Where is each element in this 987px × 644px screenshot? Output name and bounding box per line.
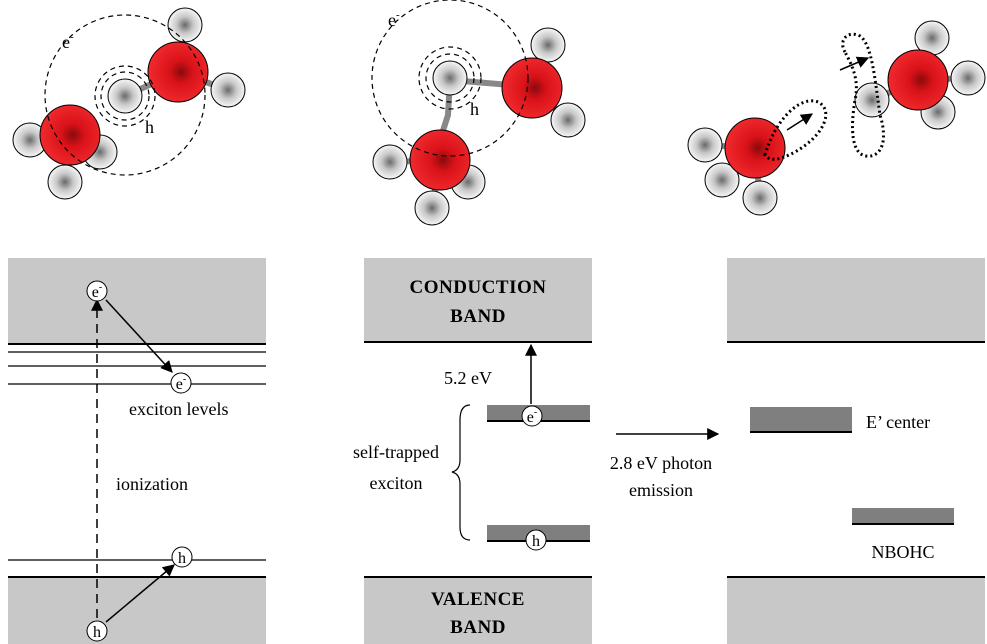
mol1-hole-label: h [145,117,154,137]
hole-orbit-inner [425,53,475,103]
photon-label-1: 2.8 eV photon [610,453,712,473]
conduction-band-label-2: BAND [450,306,506,327]
hole-marker [525,529,547,551]
mol2-hole-label: h [470,99,479,119]
electron-text: e- [176,374,186,393]
hole-text: h [93,624,101,641]
conduction-band-label-1: CONDUCTION [410,277,547,298]
electron-marker [86,280,108,302]
e-center-label: E’ center [866,412,930,432]
hydrogen-atom [950,60,986,96]
relaxation-arrow [105,299,173,373]
nbohc-label: NBOHC [871,542,934,562]
conduction-band-block [727,258,985,342]
hydrogen-atom [432,60,468,96]
orbital-lobe [841,32,885,158]
electron-marker [521,405,543,427]
hole-arrow [105,564,175,623]
photon-emission: 2.8 eV photon emission [610,428,720,500]
hydrogen-atom [687,127,723,163]
exciton-levels-label: exciton levels [129,399,228,419]
electron-orbit [371,0,529,157]
electron-text: e- [92,282,102,301]
oxygen-atom [724,117,786,179]
valence-band-label-1: VALENCE [431,589,525,610]
hole-marker [86,620,108,642]
hydrogen-atom [742,180,778,216]
molecule-pair-2: e- h [371,0,586,226]
hole-text: h [532,533,540,550]
conduction-band-block [8,258,266,344]
gap-energy-label: 5.2 eV [444,368,492,388]
conduction-band-block [364,258,592,342]
hydrogen-atom [167,7,203,43]
hydrogen-atom [107,78,143,114]
hydrogen-atom [854,82,890,118]
hydrogen-atom [372,144,408,180]
ionization-label: ionization [116,474,188,494]
electron-orbit [44,14,206,176]
valence-band-block [364,577,592,644]
hydrogen-atom [550,102,586,138]
panel-defect-levels: E’ center NBOHC [727,258,985,644]
hole-orbit-outer [418,46,482,110]
hydrogen-atom [210,72,246,108]
molecule-pair-3 [687,20,986,216]
orbital-arrow [786,113,814,131]
hole-orbit-inner [100,71,150,121]
valence-band-block [8,577,266,644]
hydrogen-atom [704,162,740,198]
oxygen-atom [887,49,949,111]
hole-text: h [178,550,186,567]
orbital-lobe [763,99,828,161]
oxygen-atom [147,41,209,103]
e-center-level [750,407,852,432]
mol1-electron-label: e- [62,31,74,52]
oxygen-atom [39,104,101,166]
self-trapped-label-2: exciton [370,473,423,493]
hydrogen-atom [414,190,450,226]
exciton-brace [451,404,471,541]
self-trapped-label-1: self-trapped [353,442,439,462]
orbital-arrow [839,56,870,71]
hydrogen-atom [530,27,566,63]
photon-label-2: emission [629,480,693,500]
valence-band-label-2: BAND [450,617,506,638]
electron-text: e- [527,407,537,426]
nbohc-level [852,508,954,524]
hydrogen-atom [47,164,83,200]
valence-band-block [727,577,985,644]
hole-orbit-outer [94,65,156,127]
hole-marker [171,546,193,568]
panel-exciton-levels: e- e- h h exciton levels ionization [8,258,266,644]
electron-marker [170,372,192,394]
mol2-electron-label: e- [388,9,400,30]
oxygen-atom [501,57,563,119]
molecule-pair-1: e- h [12,7,246,200]
panel-self-trapped-exciton: CONDUCTION BAND VALENCE BAND 5.2 eV e- h… [353,258,592,644]
oxygen-atom [409,129,471,191]
